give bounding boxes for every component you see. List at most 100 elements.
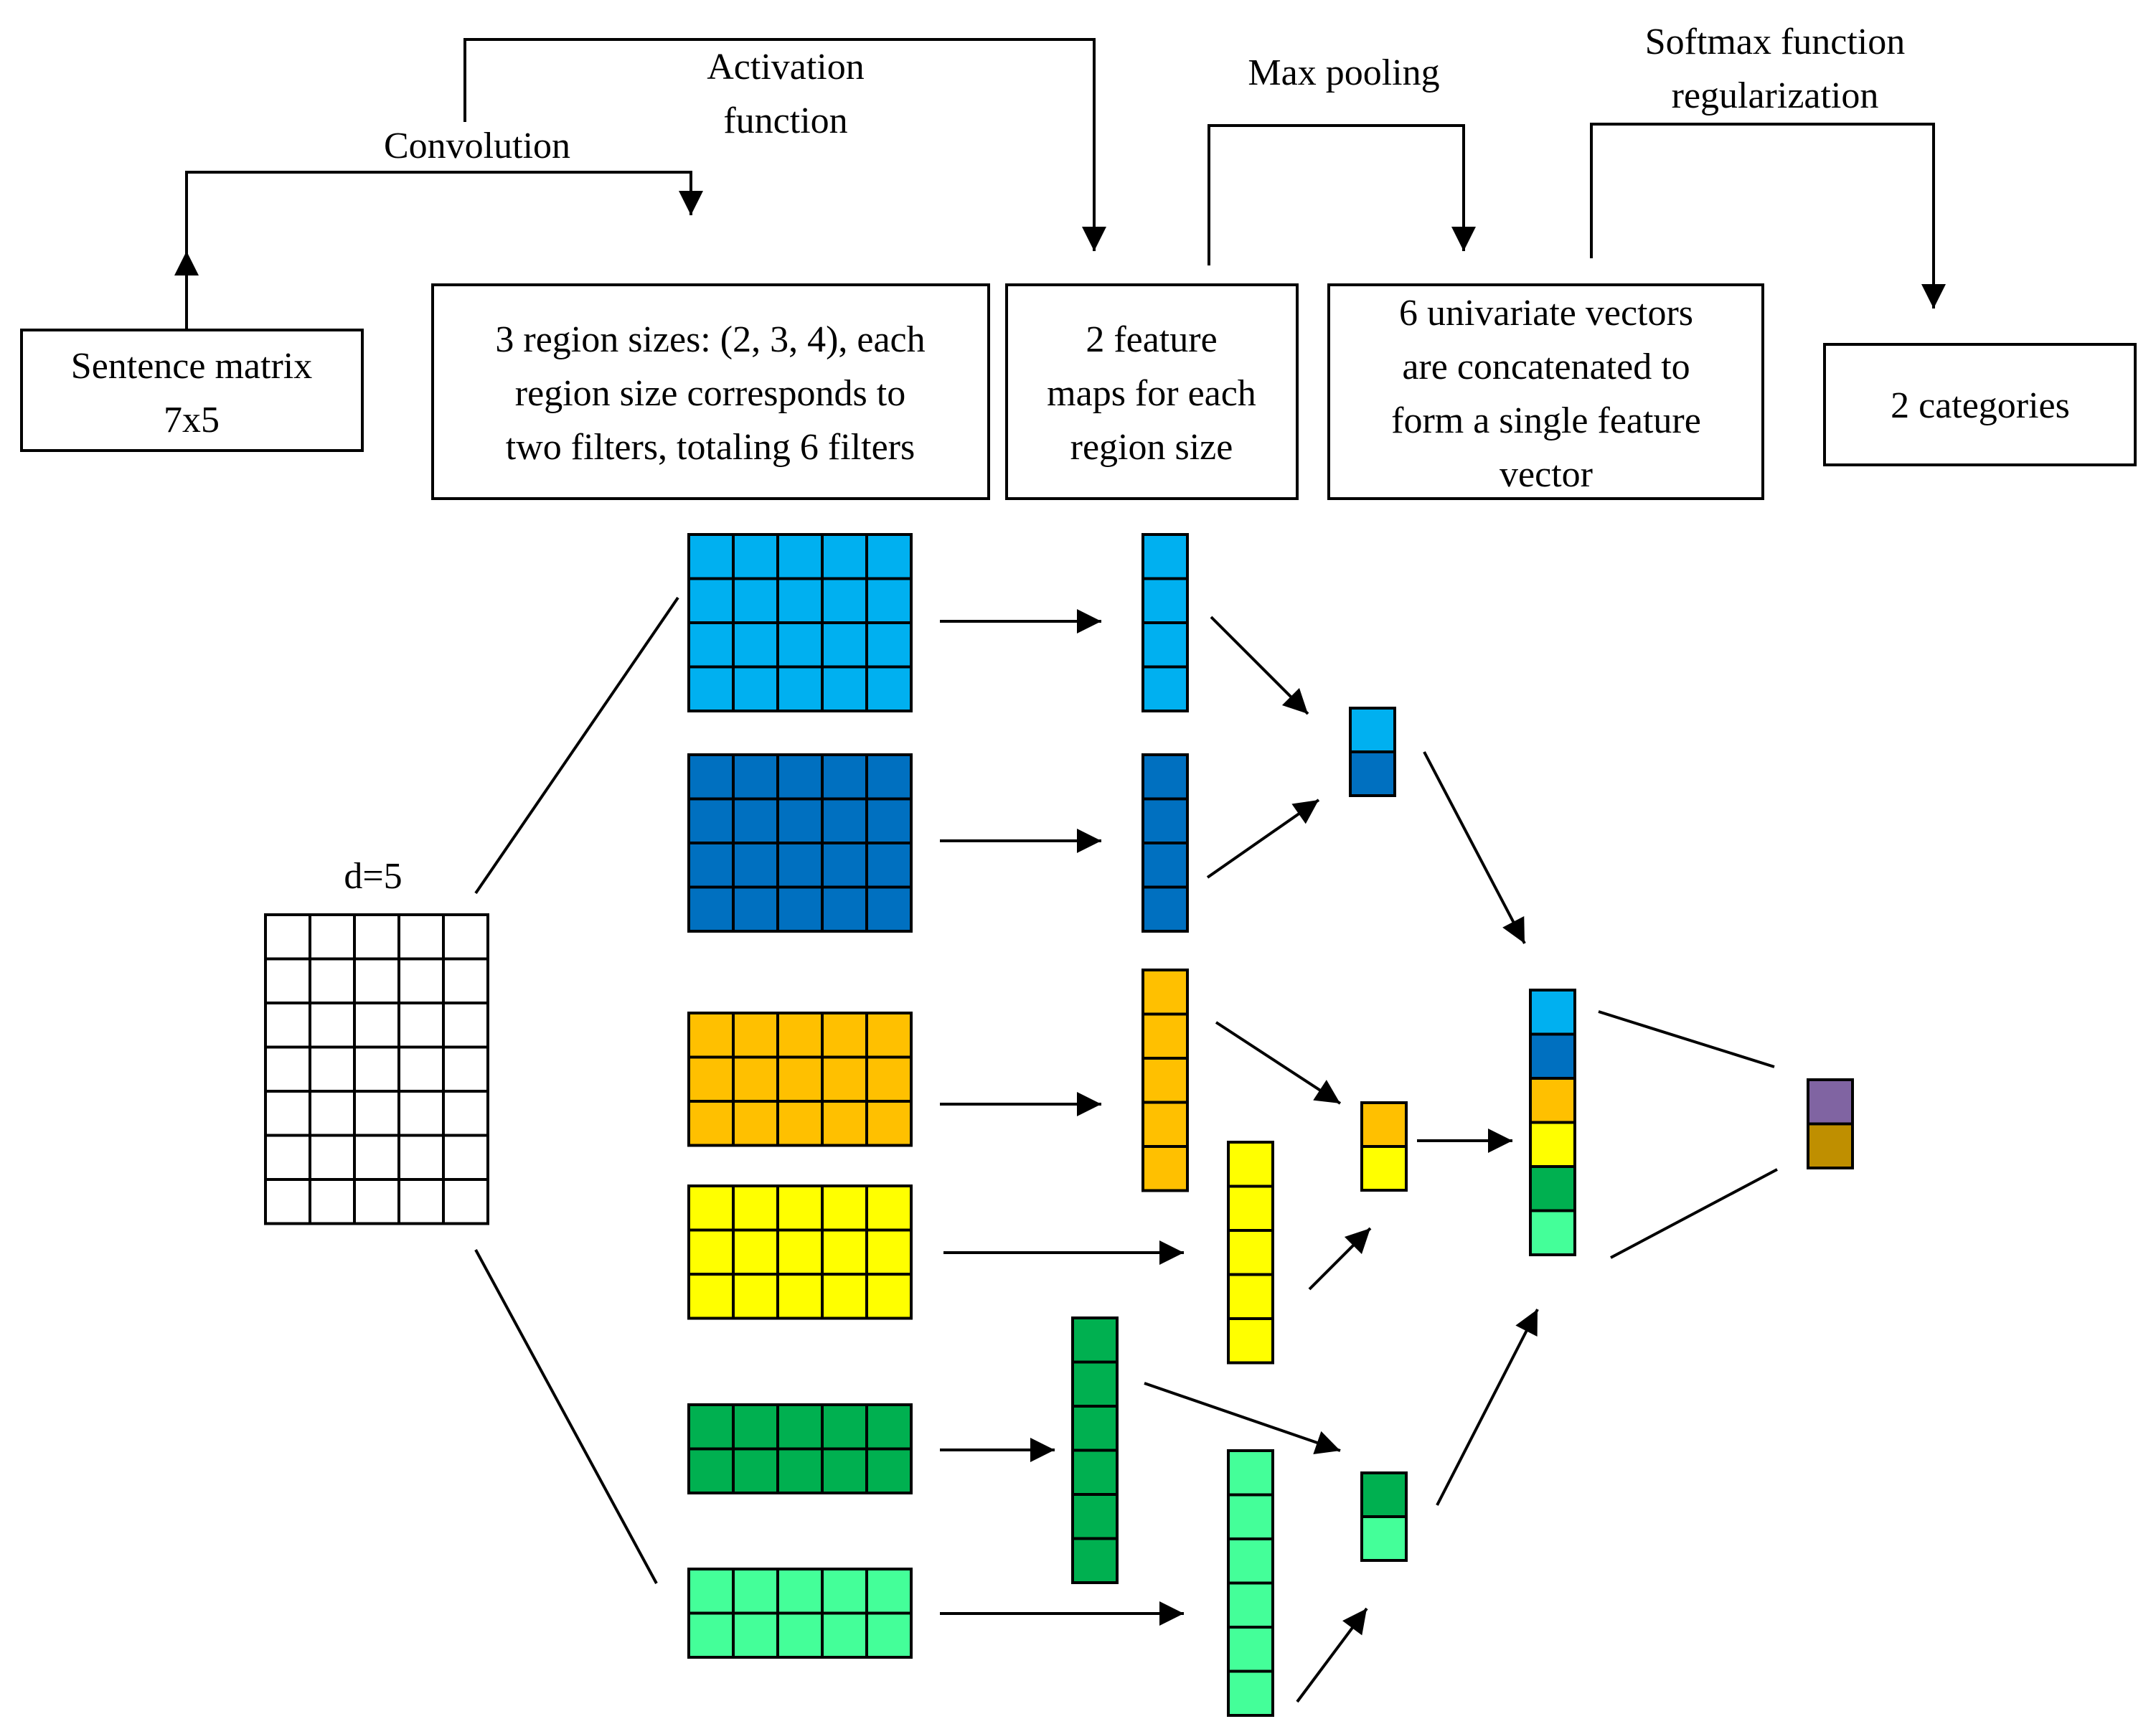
- pooled-pair-1: [1349, 707, 1396, 797]
- filter-3-cell: [776, 1012, 824, 1059]
- filter-5-cell: [821, 1403, 868, 1451]
- filter-1-cell: [776, 665, 824, 712]
- filter-3-cell: [732, 1012, 779, 1059]
- concatenated-feature-vector-cell: [1529, 1121, 1576, 1168]
- filter-6-cell: [865, 1568, 913, 1615]
- filter-1-cell: [732, 577, 779, 624]
- filter-3-cell: [865, 1012, 913, 1059]
- feature-map-1-cell: [1141, 665, 1189, 712]
- filter-6-cell: [732, 1611, 779, 1659]
- pooled-pair-2: [1360, 1101, 1408, 1192]
- softmax-connector: [1590, 123, 1946, 308]
- feature-map-6-cell: [1227, 1449, 1274, 1497]
- filter-4-cell: [687, 1228, 735, 1276]
- sentence-matrix-grid-cell: [353, 1134, 400, 1181]
- filter-4-cell: [821, 1184, 868, 1232]
- filter-3-cell: [732, 1055, 779, 1103]
- feature-map-2: [1141, 753, 1189, 933]
- sentence-matrix-grid-cell: [264, 913, 311, 961]
- filter-4-cell: [776, 1228, 824, 1276]
- arrow-map-4: [1308, 1227, 1372, 1291]
- pooled-pair-2-cell: [1360, 1101, 1408, 1148]
- feature-map-6-cell: [1227, 1669, 1274, 1717]
- filter-3-cell: [821, 1055, 868, 1103]
- sentence-matrix-grid-cell: [353, 1090, 400, 1137]
- sentence-matrix-box-line2: 7x5: [164, 400, 220, 441]
- filter-4-cell: [776, 1273, 824, 1320]
- region-sizes-box: 3 region sizes: (2, 3, 4), each region s…: [431, 283, 990, 500]
- pooled-pair-1-cell: [1349, 707, 1396, 753]
- feature-map-6-cell: [1227, 1626, 1274, 1673]
- filter-3-cell: [821, 1012, 868, 1059]
- feature-map-2-cell: [1141, 797, 1189, 844]
- fanout-line-top: [474, 596, 679, 895]
- filter-3: [687, 1012, 913, 1147]
- max-pooling-label: Max pooling: [1248, 52, 1439, 93]
- sentence-matrix-grid-cell: [309, 1002, 356, 1049]
- feature-maps-box-line2: maps for each: [1047, 373, 1256, 414]
- sentence-matrix-grid-cell: [353, 1002, 400, 1049]
- sentence-matrix-grid-cell: [442, 913, 489, 961]
- filter-2-cell: [776, 885, 824, 933]
- activation-label-line2: function: [723, 100, 847, 141]
- line-concat-to-output-top: [1598, 1010, 1775, 1068]
- filter-2-cell: [776, 842, 824, 889]
- pooled-pair-3-cell: [1360, 1471, 1408, 1518]
- filter-6: [687, 1568, 913, 1659]
- sentence-matrix-grid-cell: [442, 1045, 489, 1093]
- sentence-matrix-box-line1: Sentence matrix: [71, 346, 312, 387]
- sentence-matrix-grid-cell: [353, 957, 400, 1004]
- filter-5-cell: [732, 1447, 779, 1494]
- step-labels: Convolution Activation function Max pool…: [384, 22, 1905, 166]
- feature-map-1-cell: [1141, 533, 1189, 580]
- concatenated-feature-vector-cell: [1529, 989, 1576, 1036]
- activation-label-line1: Activation: [707, 47, 865, 88]
- concatenated-feature-vector-cell: [1529, 1165, 1576, 1212]
- sentence-matrix-grid-cell: [264, 957, 311, 1004]
- activation-connector: [463, 38, 1106, 251]
- feature-map-4-cell: [1227, 1229, 1274, 1276]
- filter-2-cell: [865, 797, 913, 844]
- filter-2-cell: [687, 797, 735, 844]
- filter-3-cell: [687, 1055, 735, 1103]
- arrow-pool-1: [1423, 751, 1526, 944]
- filter-6-cell: [821, 1568, 868, 1615]
- sentence-matrix-grid-cell: [353, 1178, 400, 1225]
- filter-5-cell: [732, 1403, 779, 1451]
- dimension-label: d=5: [344, 856, 402, 897]
- sentence-matrix-grid-cell: [264, 1134, 311, 1181]
- output-category-vector-cell: [1807, 1122, 1854, 1169]
- sentence-matrix-grid-cell: [397, 913, 445, 961]
- filter-2-cell: [865, 885, 913, 933]
- filter-2-cell: [732, 842, 779, 889]
- filter-2-cell: [732, 797, 779, 844]
- filter-1-cell: [821, 577, 868, 624]
- feature-map-6-cell: [1227, 1537, 1274, 1585]
- filter-1-cell: [732, 621, 779, 669]
- filter-3-cell: [776, 1055, 824, 1103]
- sentence-matrix-grid-cell: [264, 1002, 311, 1049]
- feature-map-1-cell: [1141, 577, 1189, 624]
- softmax-label-line1: Softmax function: [1645, 22, 1906, 62]
- filter-6-cell: [732, 1568, 779, 1615]
- feature-map-6-cell: [1227, 1581, 1274, 1629]
- sentence-matrix-grid-cell: [442, 1178, 489, 1225]
- feature-map-3-cell: [1141, 1057, 1189, 1104]
- sentence-matrix-grid-cell: [442, 1002, 489, 1049]
- filter-2-cell: [865, 842, 913, 889]
- filter-6-cell: [865, 1611, 913, 1659]
- filter-4-cell: [821, 1273, 868, 1320]
- feature-map-3-cell: [1141, 1012, 1189, 1060]
- region-sizes-box-line3: two filters, totaling 6 filters: [506, 427, 915, 468]
- feature-map-3-cell: [1141, 1145, 1189, 1192]
- filter-1-cell: [865, 621, 913, 669]
- output-category-vector-cell: [1807, 1078, 1854, 1126]
- sentence-matrix-grid-cell: [397, 1134, 445, 1181]
- feature-map-5-cell: [1071, 1316, 1119, 1364]
- feature-map-5-cell: [1071, 1537, 1119, 1584]
- filter-1: [687, 533, 913, 712]
- feature-map-3: [1141, 969, 1189, 1192]
- output-category-vector: [1807, 1078, 1854, 1169]
- univariate-box-line1: 6 univariate vectors: [1399, 293, 1693, 334]
- filter-5-cell: [865, 1447, 913, 1494]
